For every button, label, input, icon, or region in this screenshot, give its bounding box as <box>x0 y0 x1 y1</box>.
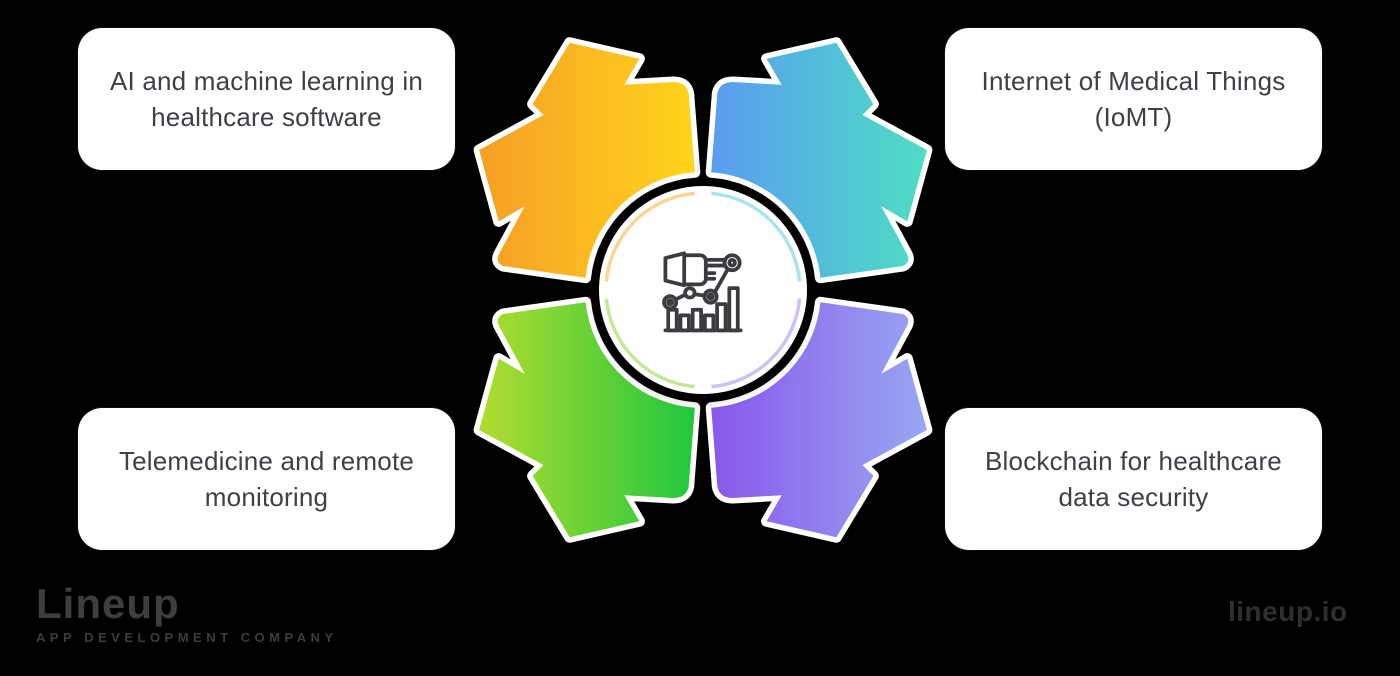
logo-watermark: Lineup app development company <box>36 580 338 646</box>
trend-card-iomt: Internet of Medical Things (IoMT) <box>945 28 1322 170</box>
center-arrows-graphic <box>473 37 933 543</box>
arrow-top-right <box>705 37 933 284</box>
arrow-top-left <box>473 37 701 284</box>
site-watermark: lineup.io <box>1228 596 1348 627</box>
trend-card-blockchain: Blockchain for healthcare data security <box>945 408 1322 550</box>
ring-segment-top-right <box>711 191 802 282</box>
arrow-bottom-right <box>705 296 933 543</box>
trend-card-label: Internet of Medical Things (IoMT) <box>981 66 1286 132</box>
center-circle-inner <box>609 196 797 384</box>
ring-segment-bottom-right <box>711 298 802 389</box>
logo-watermark-text: Lineup <box>36 580 180 627</box>
trend-card-label: AI and machine learning in healthcare so… <box>109 66 424 132</box>
ring-segment-bottom-left <box>604 298 695 389</box>
trend-card-label: Telemedicine and remote monitoring <box>118 446 415 512</box>
trend-card-label: Blockchain for healthcare data security <box>985 446 1282 512</box>
center-analytics-icon <box>662 251 743 333</box>
arrow-bottom-left <box>473 296 701 543</box>
logo-watermark-tagline: app development company <box>36 630 338 645</box>
trend-card-ai-ml: AI and machine learning in healthcare so… <box>78 28 455 170</box>
ring-segment-top-left <box>604 191 695 282</box>
trend-card-telemedicine: Telemedicine and remote monitoring <box>78 408 455 550</box>
